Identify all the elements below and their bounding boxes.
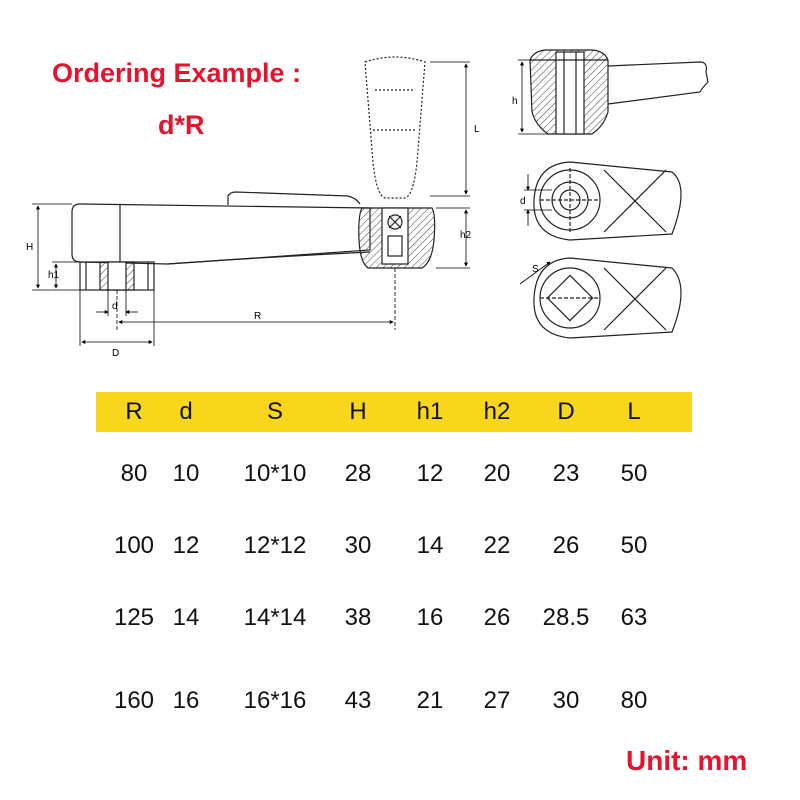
hub-section-view bbox=[529, 49, 709, 135]
table-cell: 125 bbox=[113, 604, 155, 631]
table-header-bar bbox=[96, 392, 692, 432]
table-cell: 12 bbox=[416, 460, 444, 487]
dim-label-H: H bbox=[26, 242, 33, 253]
table-header-6: h2 bbox=[483, 398, 511, 425]
dim-label-d: d bbox=[112, 301, 118, 312]
table-cell: 20 bbox=[483, 460, 511, 487]
table-cell: 14*14 bbox=[243, 604, 307, 631]
ordering-example-title: Ordering Example : bbox=[52, 58, 302, 88]
table-cell: 10*10 bbox=[243, 460, 307, 487]
table-cell: 63 bbox=[620, 604, 648, 631]
table-cell: 14 bbox=[416, 532, 444, 559]
table-header-7: D bbox=[557, 398, 575, 425]
table-cell: 43 bbox=[344, 687, 372, 714]
table-cell: 50 bbox=[620, 532, 648, 559]
table-cell: 16 bbox=[172, 687, 200, 714]
dim-label-L: L bbox=[474, 124, 480, 135]
table-cell: 16*16 bbox=[243, 687, 307, 714]
table-header-4: H bbox=[349, 398, 367, 425]
crank-side-view bbox=[71, 56, 436, 291]
square-bore-view bbox=[533, 257, 682, 339]
table-cell: 38 bbox=[344, 604, 372, 631]
table-header-2: d bbox=[179, 398, 193, 425]
table-cell: 26 bbox=[552, 532, 580, 559]
table-cell: 80 bbox=[620, 687, 648, 714]
main-dimensions bbox=[32, 61, 470, 346]
table-cell: 160 bbox=[113, 687, 155, 714]
table-cell: 22 bbox=[483, 532, 511, 559]
table-header-3: S bbox=[266, 398, 284, 425]
table-cell: 50 bbox=[620, 460, 648, 487]
table-cell: 100 bbox=[113, 532, 155, 559]
table-cell: 30 bbox=[552, 687, 580, 714]
table-cell: 10 bbox=[172, 460, 200, 487]
table-cell: 28 bbox=[344, 460, 372, 487]
dim-label-R: R bbox=[254, 311, 261, 322]
table-cell: 12*12 bbox=[243, 532, 307, 559]
dim-label-S: S bbox=[532, 264, 539, 275]
technical-drawing: L h2 H h1 d R D h d bbox=[26, 49, 709, 359]
table-cell: 28.5 bbox=[542, 604, 590, 631]
dim-label-h2: h2 bbox=[460, 230, 472, 241]
table-cell: 23 bbox=[552, 460, 580, 487]
table-cell: 26 bbox=[483, 604, 511, 631]
dim-label-h1: h1 bbox=[48, 270, 60, 281]
table-cell: 12 bbox=[172, 532, 200, 559]
ordering-formula: d*R bbox=[158, 110, 205, 140]
table-cell: 80 bbox=[120, 460, 148, 487]
table-cell: 30 bbox=[344, 532, 372, 559]
table-header-5: h1 bbox=[416, 398, 444, 425]
round-bore-view bbox=[533, 161, 682, 241]
dim-label-D: D bbox=[112, 348, 119, 359]
dim-label-h: h bbox=[512, 96, 518, 107]
table-cell: 21 bbox=[416, 687, 444, 714]
table-header-1: R bbox=[125, 398, 143, 425]
table-cell: 16 bbox=[416, 604, 444, 631]
dim-label-d-bore: d bbox=[520, 196, 526, 207]
table-header-8: L bbox=[627, 398, 641, 425]
table-cell: 14 bbox=[172, 604, 200, 631]
unit-label: Unit: mm bbox=[626, 745, 748, 776]
table-cell: 27 bbox=[483, 687, 511, 714]
